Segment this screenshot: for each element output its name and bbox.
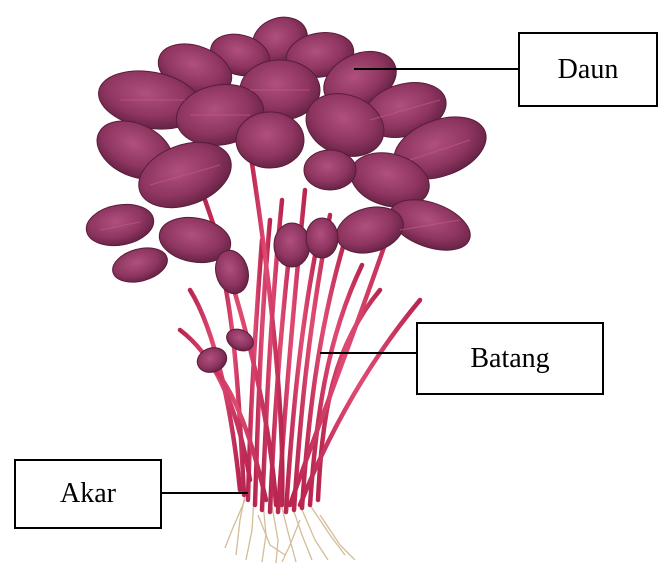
akar-label: Akar	[60, 478, 116, 510]
daun-label-box: Daun	[518, 32, 658, 107]
akar-label-box: Akar	[14, 459, 162, 529]
batang-label-box: Batang	[416, 322, 604, 395]
akar-leader-line	[160, 492, 248, 494]
batang-label: Batang	[470, 343, 549, 375]
daun-leader-line	[354, 68, 520, 70]
daun-label: Daun	[558, 54, 619, 86]
batang-leader-line	[320, 352, 418, 354]
